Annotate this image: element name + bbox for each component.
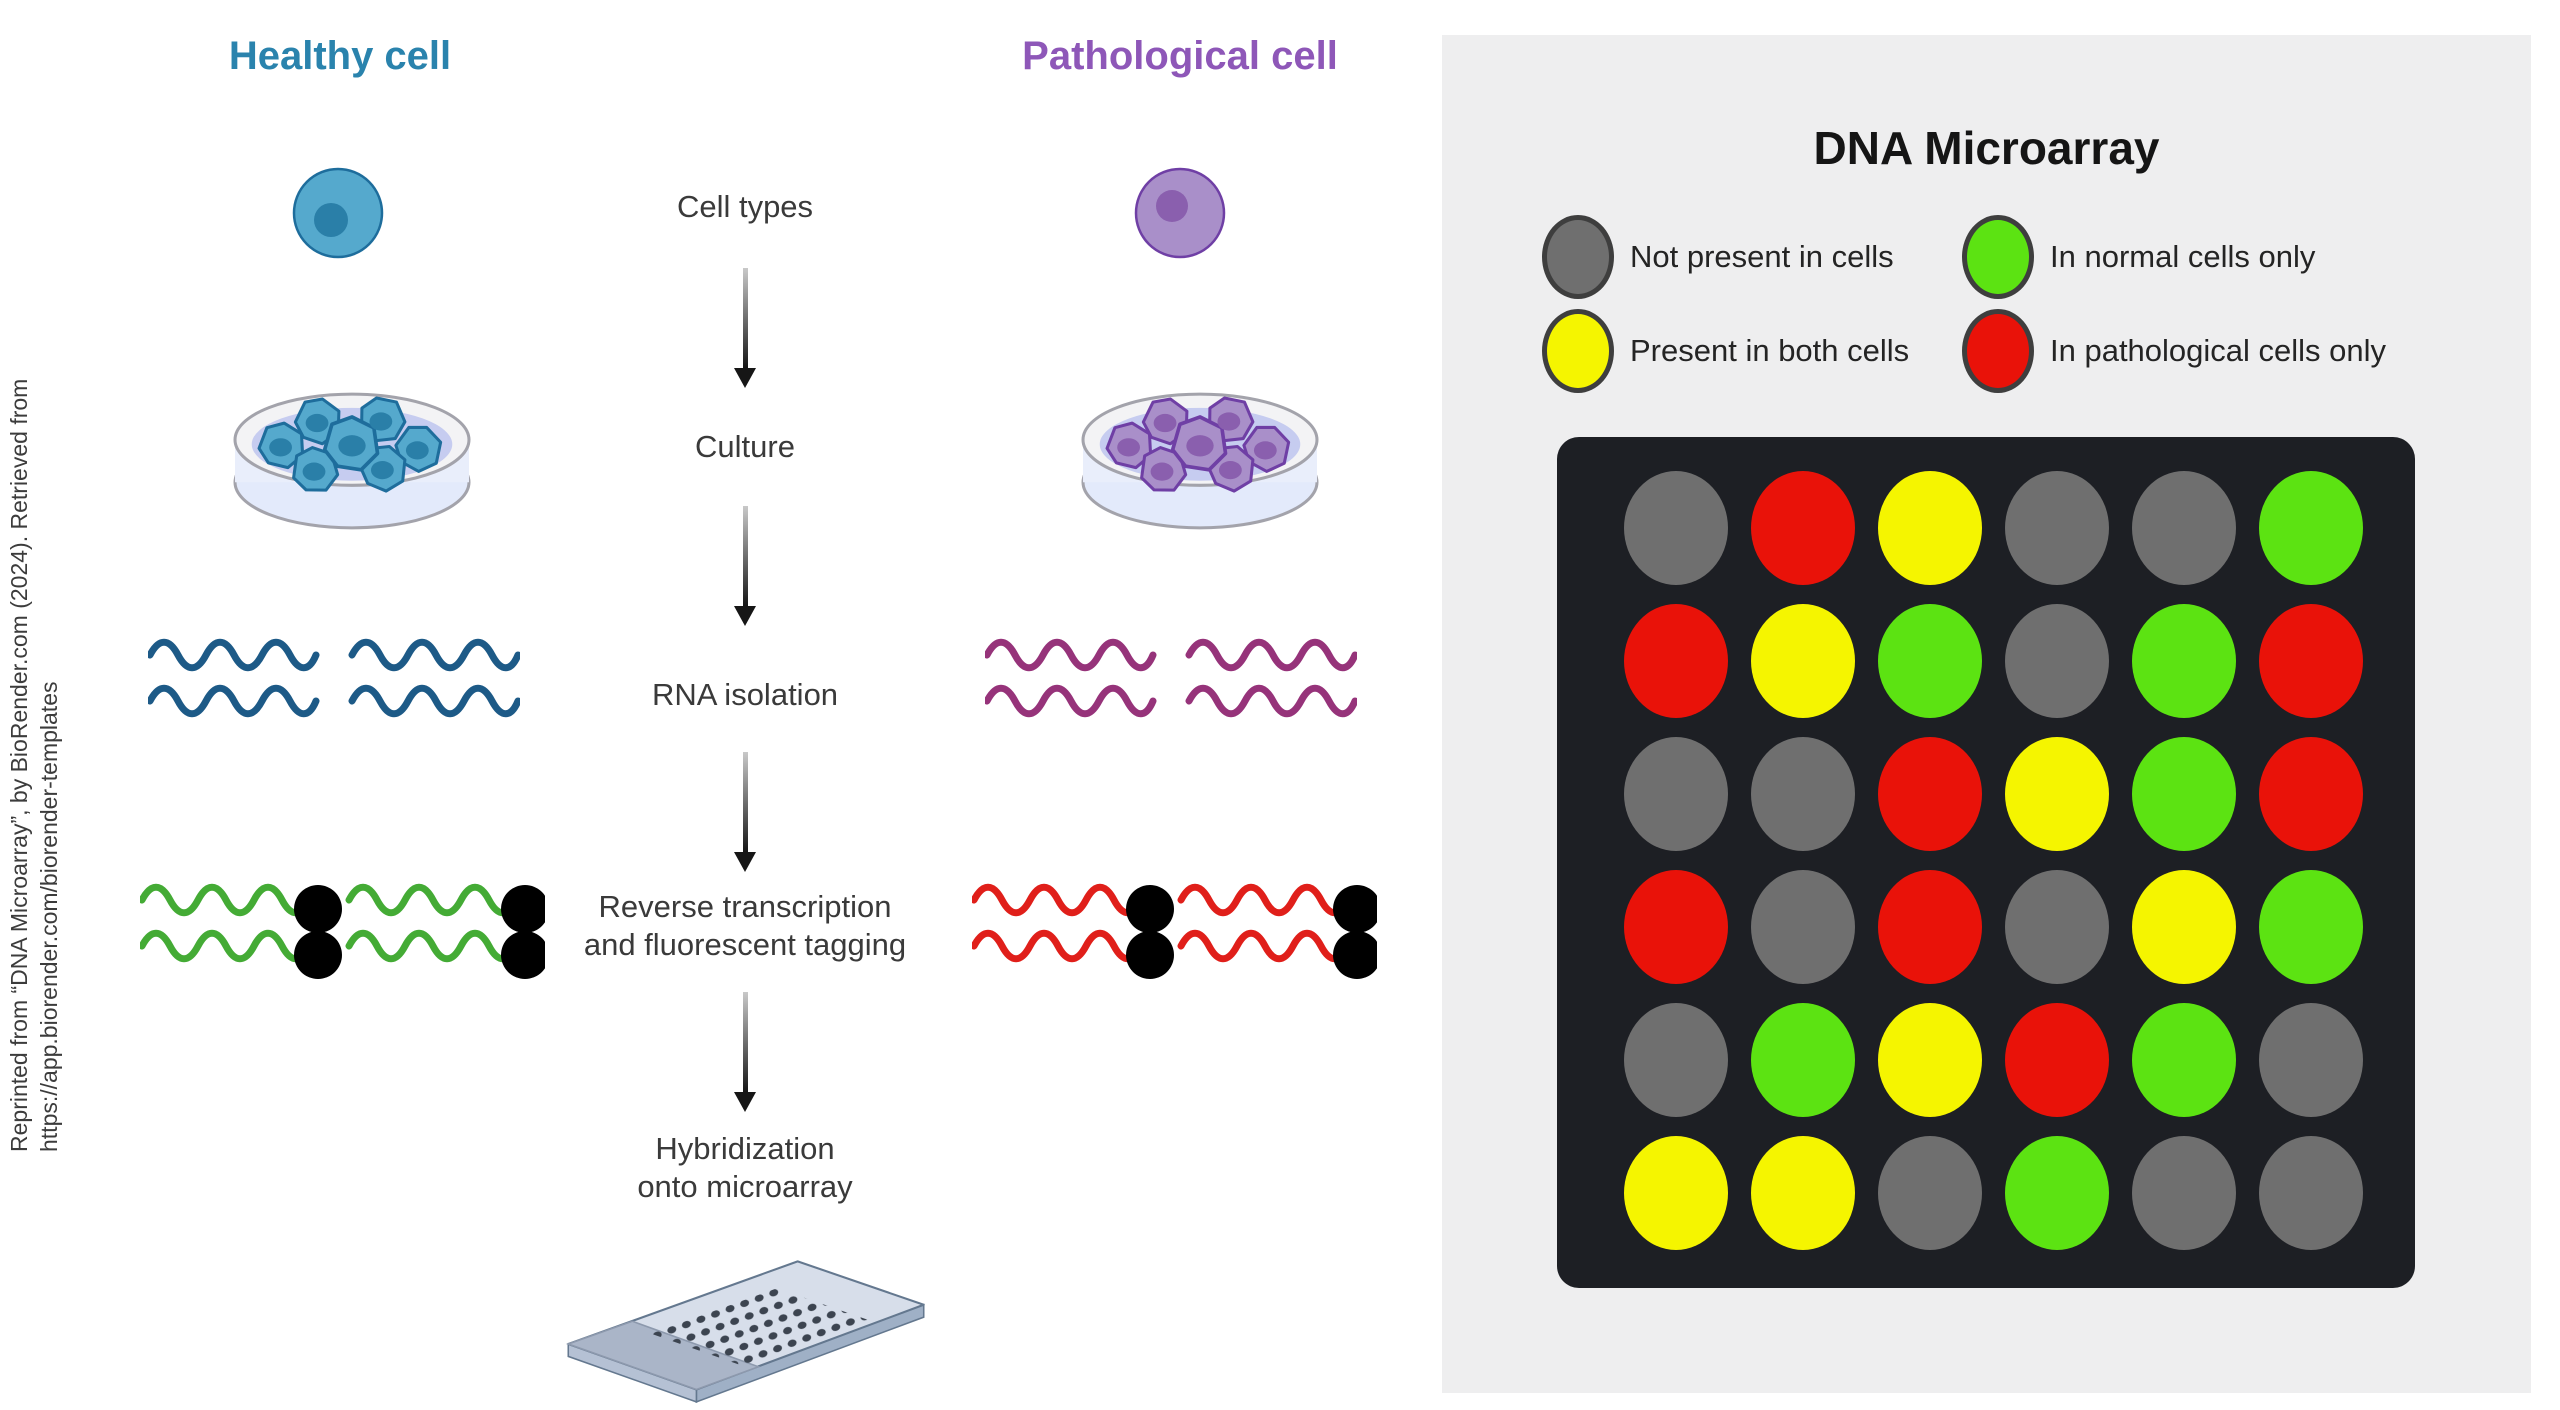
microarray-dot-gray: [2005, 604, 2109, 718]
arrow-down-icon: [733, 992, 757, 1112]
microarray-dot-gray: [1624, 1003, 1728, 1117]
citation-line2: https://app.biorender.com/biorender-temp…: [36, 681, 62, 1153]
microarray-dot-gray: [2005, 471, 2109, 585]
red-dot-icon: [1962, 309, 2034, 393]
microarray-legend: Not present in cells In normal cells onl…: [1542, 215, 2387, 393]
gray-dot-icon: [1542, 215, 1614, 299]
microarray-dot-yellow: [1751, 604, 1855, 718]
microarray-dot-red: [1878, 737, 1982, 851]
microarray-dot-red: [1751, 471, 1855, 585]
microarray-dot-yellow: [1878, 1003, 1982, 1117]
pathological-column-title: Pathological cell: [1022, 34, 1338, 78]
microarray-dot-green: [2132, 1003, 2236, 1117]
pathological-cell-icon: [1134, 167, 1226, 259]
microarray-dot-red: [1878, 870, 1982, 984]
microarray-dot-yellow: [1751, 1136, 1855, 1250]
microarray-dot-green: [2132, 604, 2236, 718]
microarray-dot-gray: [2132, 1136, 2236, 1250]
step-cell-types: Cell types: [676, 189, 814, 224]
microarray-dot-gray: [1624, 471, 1728, 585]
microarray-dot-red: [2259, 604, 2363, 718]
microarray-dot-yellow: [1878, 471, 1982, 585]
panel-title: DNA Microarray: [1813, 122, 2160, 174]
microarray-dot-green: [2259, 471, 2363, 585]
step-rna-isolation: RNA isolation: [651, 677, 839, 712]
legend-item-normal-only: In normal cells only: [1962, 215, 2386, 299]
microarray-result-panel: DNA Microarray Not present in cells In n…: [1442, 35, 2531, 1393]
microarray-dot-green: [1878, 604, 1982, 718]
microarray-dot-green: [1751, 1003, 1855, 1117]
healthy-rna-strands: [148, 638, 520, 720]
microarray-dot-gray: [1751, 737, 1855, 851]
arrow-down-icon: [733, 752, 757, 872]
arrow-down-icon: [733, 268, 757, 388]
microarray-dot-red: [2259, 737, 2363, 851]
step-reverse-transcription: Reverse transcription and fluorescent ta…: [545, 888, 945, 964]
microarray-slide: [565, 1260, 925, 1403]
citation-line1: Reprinted from “DNA Microarray”, by BioR…: [6, 378, 32, 1152]
step-reverse-transcription-line2: and fluorescent tagging: [583, 927, 907, 962]
microarray-grid: [1557, 437, 2415, 1288]
legend-label: In normal cells only: [2050, 239, 2316, 274]
microarray-dot-gray: [2005, 870, 2109, 984]
step-hybridization-line1: Hybridization: [655, 1131, 835, 1166]
step-reverse-transcription-line1: Reverse transcription: [598, 889, 892, 924]
legend-label: In pathological cells only: [2050, 333, 2387, 368]
microarray-dot-green: [2005, 1136, 2109, 1250]
microarray-dot-gray: [2259, 1136, 2363, 1250]
microarray-dot-gray: [2259, 1003, 2363, 1117]
microarray-dot-gray: [1878, 1136, 1982, 1250]
pathological-rna-strands: [985, 638, 1357, 720]
microarray-dot-green: [2259, 870, 2363, 984]
microarray-dot-red: [1624, 604, 1728, 718]
microarray-dot-yellow: [2005, 737, 2109, 851]
microarray-dot-gray: [2132, 471, 2236, 585]
microarray-dot-green: [2132, 737, 2236, 851]
green-dot-icon: [1962, 215, 2034, 299]
microarray-dot-red: [2005, 1003, 2109, 1117]
healthy-cell-icon: [292, 167, 384, 259]
green-tagged-cdna: [140, 880, 545, 979]
step-hybridization: Hybridization onto microarray: [545, 1130, 945, 1206]
yellow-dot-icon: [1542, 309, 1614, 393]
legend-item-pathological-only: In pathological cells only: [1962, 309, 2387, 393]
healthy-column-title: Healthy cell: [228, 34, 452, 78]
red-tagged-cdna: [972, 880, 1377, 979]
step-hybridization-line2: onto microarray: [637, 1169, 853, 1204]
arrow-down-icon: [733, 506, 757, 626]
legend-item-both-cells: Present in both cells: [1542, 309, 1962, 393]
step-culture: Culture: [695, 429, 795, 464]
microarray-dot-yellow: [2132, 870, 2236, 984]
pathological-petri-dish: [1081, 392, 1319, 530]
legend-label: Not present in cells: [1630, 239, 1894, 274]
microarray-dot-gray: [1624, 737, 1728, 851]
legend-item-not-present: Not present in cells: [1542, 215, 1962, 299]
microarray-dot-red: [1624, 870, 1728, 984]
healthy-petri-dish: [233, 392, 471, 530]
legend-label: Present in both cells: [1630, 333, 1910, 368]
microarray-dot-yellow: [1624, 1136, 1728, 1250]
microarray-dot-gray: [1751, 870, 1855, 984]
